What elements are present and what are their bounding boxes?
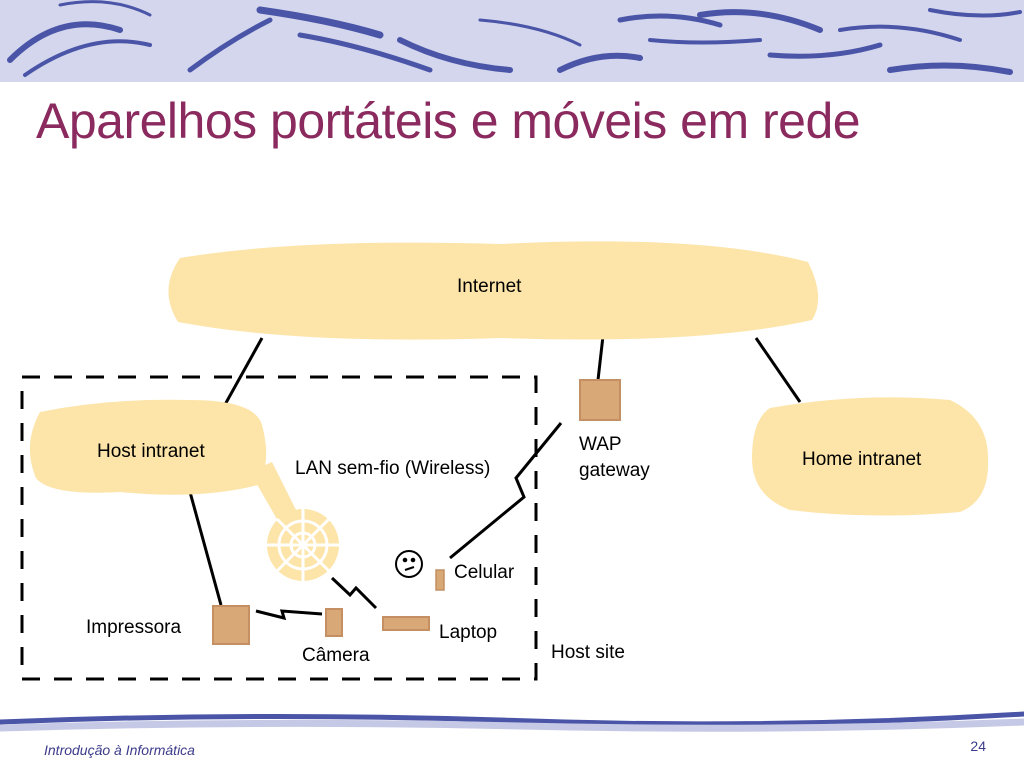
wireless-hub-icon [267, 509, 339, 581]
line-printer-camera-wireless [255, 609, 323, 621]
wireless-link-band [250, 462, 300, 528]
cell-phone-label: Celular [454, 562, 515, 583]
person-face-icon [395, 550, 423, 578]
footer-course-name: Introdução à Informática [44, 742, 195, 758]
internet-cloud [168, 241, 819, 340]
decorative-swooshes [7, 0, 1022, 77]
line-wap-cell-wireless [449, 422, 563, 560]
internet-label: Internet [457, 276, 522, 297]
wap-gateway-device [579, 379, 621, 421]
line-wireless-laptop [330, 576, 378, 610]
printer-label: Impressora [86, 617, 182, 638]
host-intranet-cloud [29, 399, 267, 495]
laptop-label: Laptop [439, 622, 498, 643]
camera-device [325, 608, 343, 637]
line-internet-host-intranet [220, 337, 264, 411]
wireless-lan-label: LAN sem-fio (Wireless) [295, 458, 491, 479]
home-intranet-label: Home intranet [802, 449, 922, 470]
host-site-boundary [20, 375, 538, 681]
home-intranet-cloud [752, 397, 989, 516]
wap-label: WAP [579, 434, 622, 455]
footer-decoration [0, 711, 1024, 732]
line-host-intranet-printer [188, 491, 223, 606]
page-number: 24 [970, 738, 986, 754]
slide-title: Aparelhos portáteis e móveis em rede [36, 93, 861, 149]
laptop-device [382, 616, 430, 631]
host-site-label: Host site [551, 642, 625, 663]
printer-device [212, 605, 250, 645]
header-banner [0, 0, 1024, 82]
gateway-label: gateway [579, 460, 650, 481]
line-internet-wap [596, 335, 605, 381]
cell-phone-device [435, 569, 445, 591]
line-internet-home-intranet [754, 337, 802, 403]
camera-label: Câmera [302, 645, 370, 666]
host-intranet-label: Host intranet [97, 441, 205, 462]
